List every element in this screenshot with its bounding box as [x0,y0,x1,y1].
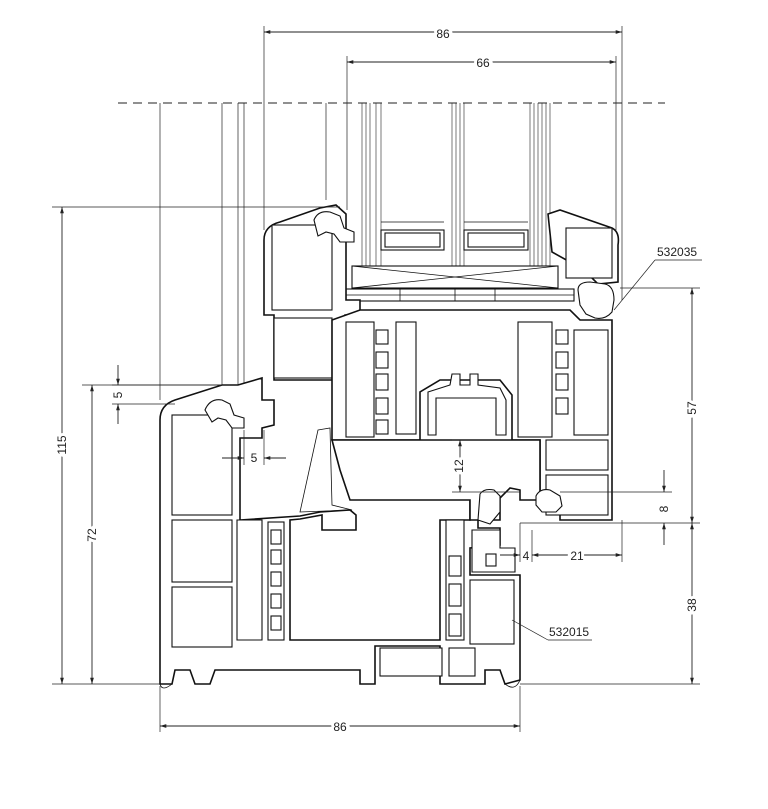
frame-profile [159,376,521,689]
dim-label-115: 115 [55,435,69,454]
dim-label-38: 38 [685,598,699,612]
dim-label-21: 21 [570,549,584,563]
leader-frame [511,619,549,641]
dim-label-86-bottom: 86 [333,720,347,734]
dim-label-5-horizontal: 5 [251,451,258,465]
dim-label-4: 4 [523,549,530,563]
part-label-sash: 532035 [657,245,697,259]
dim-label-5-vertical: 5 [111,391,125,398]
dim-label-66: 66 [476,56,490,70]
leader-sash [613,259,656,311]
part-label-frame: 532015 [549,625,589,639]
drainage-detail [471,529,516,573]
dim-label-57: 57 [685,401,699,415]
dim-label-72: 72 [85,528,99,542]
sash-profile [263,204,620,525]
dim-label-86-top: 86 [436,27,450,41]
dim-label-8: 8 [657,505,671,512]
dim-label-12: 12 [452,459,466,473]
glazing-unit [345,103,575,302]
